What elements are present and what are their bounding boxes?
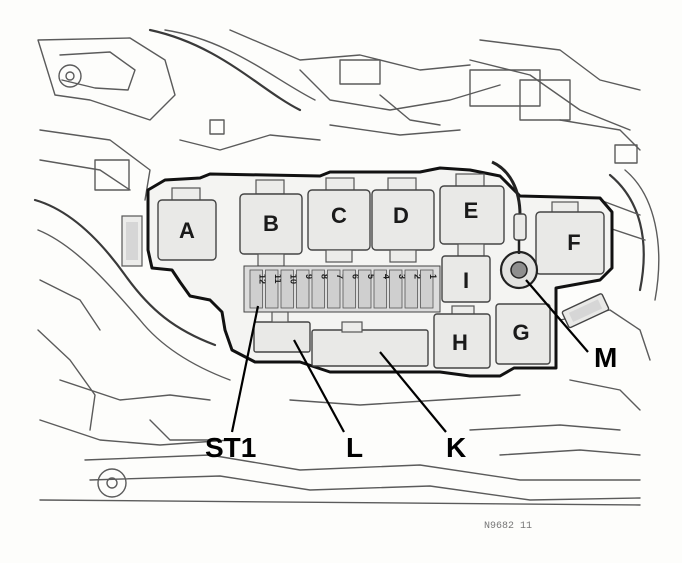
fuse-slot <box>311 269 325 309</box>
fuse-slot <box>404 269 418 309</box>
fuse-holder-L <box>253 321 311 353</box>
relay-H: H <box>433 305 491 369</box>
image-code: N9682 11 <box>484 521 532 532</box>
leader-line-ST1 <box>230 305 260 433</box>
fuse-number: 3 <box>397 274 407 279</box>
callout-label-ST1: ST1 <box>205 432 256 463</box>
fuse-slot <box>420 269 434 309</box>
fuse-slot <box>280 269 294 309</box>
fuse-slot <box>265 269 279 309</box>
relay-label-A: A <box>179 218 195 243</box>
relay-label-C: C <box>331 203 347 228</box>
callout-label-K: K <box>446 432 466 463</box>
relay-I: I <box>441 255 491 303</box>
relay-G: G <box>495 303 551 365</box>
relay-label-B: B <box>263 211 279 236</box>
relay-label-I: I <box>463 268 469 293</box>
fuse-number: 12 <box>257 274 267 284</box>
callout-label-M: M <box>594 342 617 373</box>
fuse-slot <box>373 269 387 309</box>
relay-D: D <box>371 177 435 263</box>
fuse-number: 9 <box>304 274 314 279</box>
fuse-number: 2 <box>412 274 422 279</box>
ground-terminal-M <box>491 160 539 290</box>
relay-label-G: G <box>512 320 529 345</box>
fuse-slot <box>327 269 341 309</box>
fuse-number: 1 <box>428 274 438 279</box>
fuse-slot <box>342 269 356 309</box>
fuse-number: 11 <box>273 274 283 284</box>
relay-E: E <box>439 173 505 257</box>
leader-line-L <box>293 339 345 433</box>
fuse-slot <box>249 269 263 309</box>
fuse-number: 6 <box>350 274 360 279</box>
relay-label-F: F <box>567 230 580 255</box>
callout-label-L: L <box>346 432 363 463</box>
fuse-number: 8 <box>319 274 329 279</box>
fuse-number: 5 <box>366 274 376 279</box>
fuse-holder-K <box>311 329 429 367</box>
right-connector <box>561 293 610 329</box>
leader-line-K <box>379 351 447 433</box>
relay-label-D: D <box>393 203 409 228</box>
relay-A: A <box>157 187 217 261</box>
fuse-number: 7 <box>335 274 345 279</box>
background-line-art <box>33 28 660 506</box>
relay-label-H: H <box>452 330 468 355</box>
fuse-slot <box>358 269 372 309</box>
leader-lines <box>230 279 589 433</box>
fuse-slot <box>389 269 403 309</box>
fuse-slot <box>296 269 310 309</box>
relay-F: F <box>535 201 605 275</box>
fuse-number: 4 <box>381 274 391 279</box>
leader-line-M <box>525 279 589 353</box>
fuse-number: 10 <box>288 274 298 284</box>
relay-label-E: E <box>464 198 479 223</box>
relay-C: C <box>307 177 371 263</box>
